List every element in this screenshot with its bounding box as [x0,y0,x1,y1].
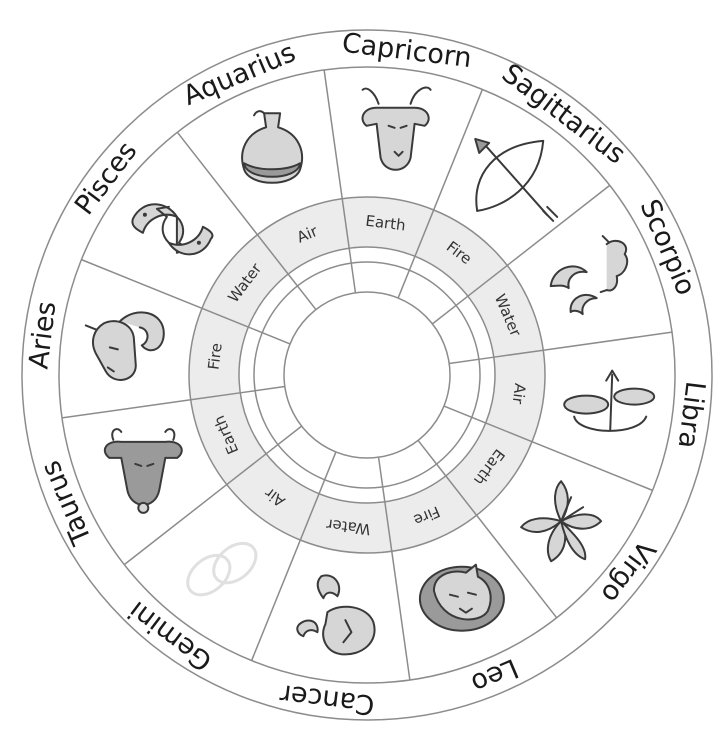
lion-icon [420,565,504,631]
sign-divider [392,551,410,680]
inner-divider [266,426,301,454]
sign-divider [532,442,653,491]
inner-ring-circle [254,262,480,488]
inner-divider [418,440,446,475]
linked-rings-icon [180,535,263,602]
sign-label-scorpio: Scorpio [634,195,702,300]
fish-icon [132,204,212,254]
bow-arrow-icon [475,139,557,221]
scales-icon [564,371,654,431]
sign-divider [252,540,301,661]
sign-label-taurus: Taurus [35,456,98,550]
sign-divider [81,260,202,309]
element-label: Air [509,382,529,405]
sign-label-sagittarius: Sagittarius [496,58,631,171]
inner-divider [240,387,285,393]
inner-divider [432,296,467,324]
water-jug-icon [242,111,302,183]
sign-divider [434,89,483,210]
inner-divider [449,357,494,363]
inner-divider [288,274,316,309]
goat-icon [363,87,431,169]
inner-divider [349,248,355,293]
sign-divider [324,70,342,199]
inner-divider [319,452,336,494]
sign-label-leo: Leo [467,652,523,699]
scorpion-icon [551,236,627,314]
sign-divider [507,185,609,265]
inner-divider [444,406,486,423]
sign-label-aries: Aries [23,300,62,371]
inner-divider [379,457,385,502]
sign-divider [62,400,191,418]
lily-flower-icon [521,481,601,561]
band-inner-circle [239,247,495,503]
sign-icons [86,87,654,654]
center-circle [284,292,450,458]
inner-divider [248,327,290,344]
ram-icon [86,312,164,380]
sign-label-cancer: Cancer [277,678,376,720]
element-label: Fire [205,342,226,371]
bull-icon [105,429,182,513]
sign-label-libra: Libra [672,379,711,450]
inner-divider [398,256,415,298]
crab-claws-icon [297,575,374,654]
sign-ring-circle [59,67,675,683]
sign-divider [543,332,672,350]
